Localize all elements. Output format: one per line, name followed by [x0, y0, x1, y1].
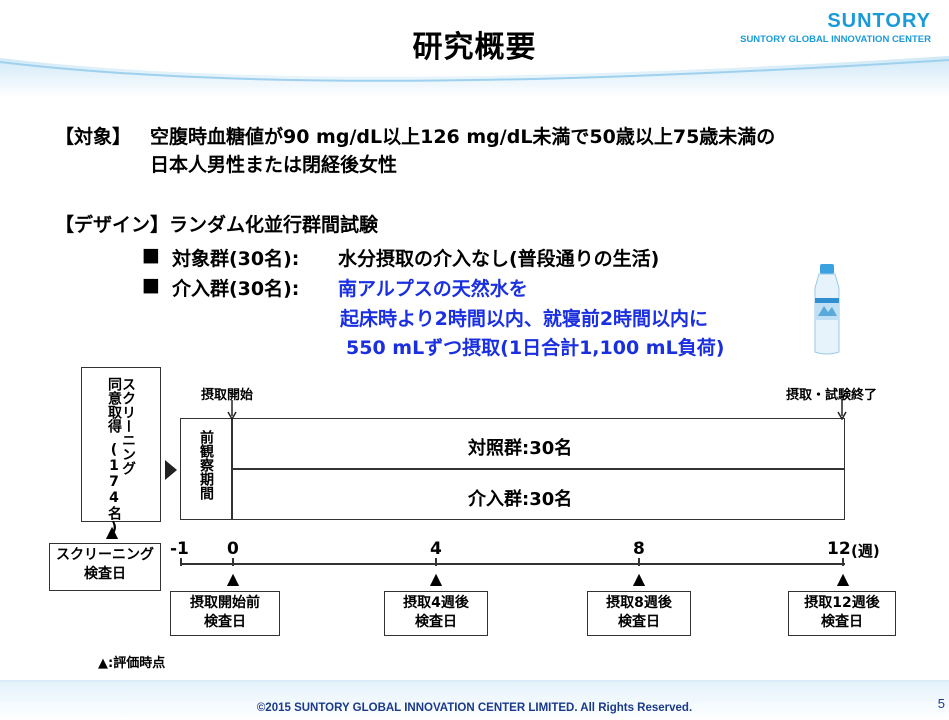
checkpoint-line1: 摂取開始前	[190, 595, 260, 611]
axis-tick	[638, 558, 640, 566]
axis-tick	[180, 558, 182, 566]
triangle-marker-icon: ▲	[836, 569, 850, 588]
tick-label: 0	[227, 539, 239, 559]
checkpoint-line1: 摂取12週後	[804, 595, 880, 611]
intervention-line1: 南アルプスの天然水を	[338, 278, 528, 300]
tick-label: 4	[430, 539, 442, 559]
screening-label: スクリーニング	[120, 377, 136, 475]
triangle-marker-icon: ▲	[105, 522, 119, 541]
axis-tick	[435, 558, 437, 566]
tick-label: 12	[827, 539, 851, 559]
bullet-control: ■	[142, 244, 160, 266]
screening-day-box: スクリーニング 検査日	[49, 543, 161, 591]
pre-observation-label: 前観察期間	[198, 430, 214, 500]
intervention-label: 介入群(30名):	[172, 278, 300, 300]
control-group-label: 対照群:30名	[468, 438, 573, 459]
screening-day-line2: 検査日	[84, 566, 126, 582]
checkpoint-line2: 検査日	[821, 614, 863, 630]
suntory-logo: SUNTORY SUNTORY GLOBAL INNOVATION CENTER	[740, 10, 931, 45]
water-bottle-icon	[814, 264, 840, 355]
screening-box	[81, 367, 161, 522]
timeline-axis	[180, 563, 845, 565]
triangle-marker-icon: ▲	[429, 569, 443, 588]
target-label: 【対象】	[55, 126, 132, 148]
intervention-line3: 550 mLずつ摂取(1日合計1,100 mL負荷)	[346, 337, 725, 359]
logo-main: SUNTORY	[827, 10, 931, 32]
bullet-intervention: ■	[142, 274, 160, 296]
tick-unit: (週)	[851, 542, 880, 560]
checkpoint-line2: 検査日	[415, 614, 457, 630]
page-title: 研究概要	[412, 30, 537, 65]
checkpoint-box: 摂取8週後 検査日	[587, 591, 691, 636]
divider-horizontal	[231, 468, 845, 470]
tick-label: -1	[170, 539, 189, 559]
checkpoint-box: 摂取4週後 検査日	[384, 591, 488, 636]
legend-evaluation-point: ▲:評価時点	[98, 656, 166, 671]
control-text: 水分摂取の介入なし(普段通りの生活)	[338, 248, 660, 270]
arrow-right-icon	[165, 460, 177, 480]
checkpoint-line1: 摂取8週後	[606, 595, 672, 611]
logo-sub: SUNTORY GLOBAL INNOVATION CENTER	[740, 34, 931, 45]
intervention-group-label: 介入群:30名	[468, 489, 573, 510]
page-number: 5	[937, 696, 945, 711]
intake-start-label: 摂取開始	[201, 388, 254, 403]
design-label: 【デザイン】ランダム化並行群間試験	[55, 214, 379, 236]
checkpoint-line2: 検査日	[204, 614, 246, 630]
screening-consent: 同意取得	[106, 377, 122, 433]
intervention-line2: 起床時より2時間以内、就寝前2時間以内に	[340, 308, 709, 330]
control-label: 対象群(30名):	[172, 248, 300, 270]
header-wave	[0, 56, 949, 98]
checkpoint-box: 摂取12週後 検査日	[788, 591, 896, 636]
axis-tick	[842, 558, 844, 566]
triangle-marker-icon: ▲	[632, 569, 646, 588]
checkpoint-box: 摂取開始前 検査日	[170, 591, 280, 636]
tick-label: 8	[633, 539, 645, 559]
target-line2: 日本人男性または閉経後女性	[150, 154, 398, 176]
screening-count: (174名)	[106, 442, 122, 536]
target-line1: 空腹時血糖値が90 mg/dL以上126 mg/dL未満で50歳以上75歳未満の	[150, 126, 776, 148]
copyright: ©2015 SUNTORY GLOBAL INNOVATION CENTER L…	[256, 702, 693, 714]
screening-day-line1: スクリーニング	[56, 547, 154, 563]
axis-tick	[232, 558, 234, 566]
arrow-down-icon	[227, 400, 237, 420]
footer-band	[0, 680, 949, 720]
checkpoint-line2: 検査日	[618, 614, 660, 630]
checkpoint-line1: 摂取4週後	[403, 595, 469, 611]
triangle-marker-icon: ▲	[226, 569, 240, 588]
arrow-down-icon	[837, 400, 847, 420]
intake-end-label: 摂取・試験終了	[786, 388, 878, 403]
